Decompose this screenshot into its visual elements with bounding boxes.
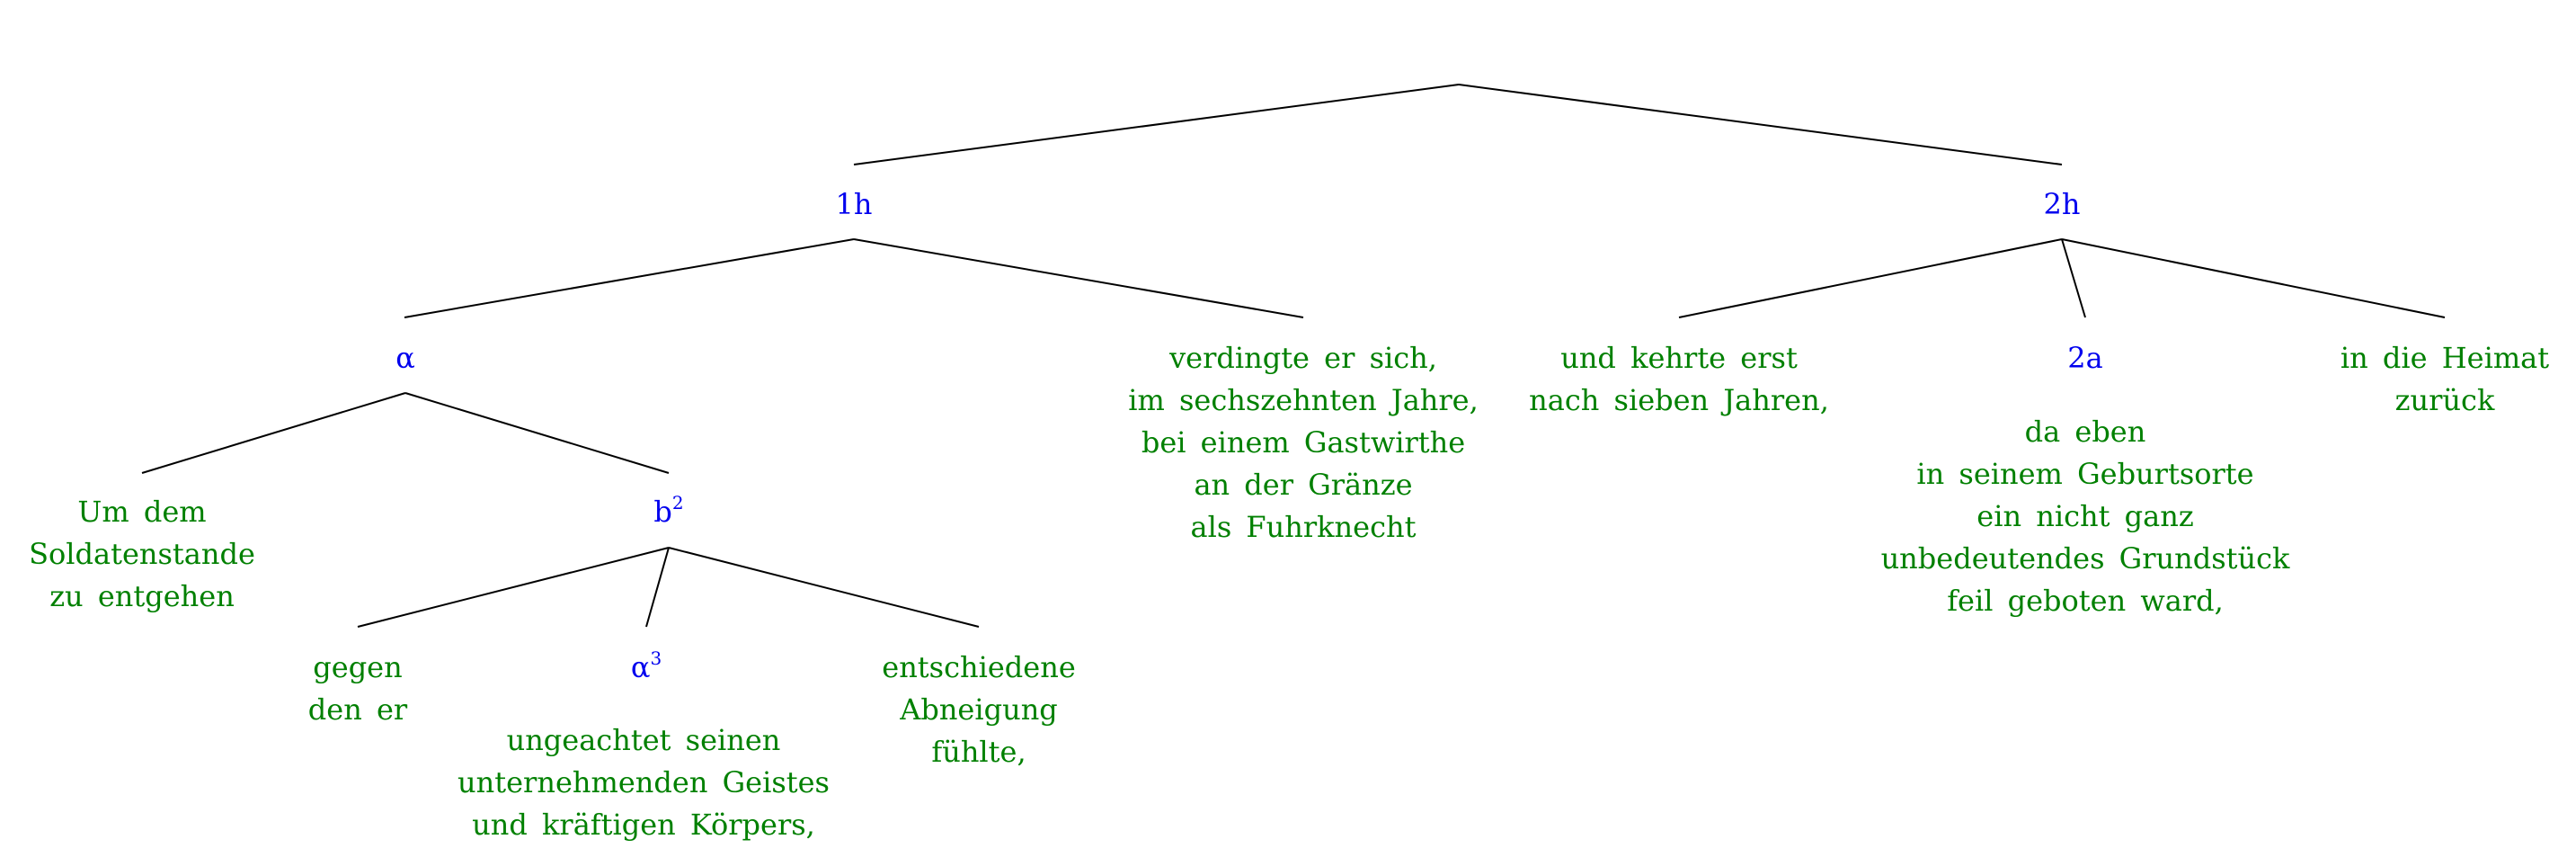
edge-1h-verdingte bbox=[853, 238, 1304, 318]
node-alpha3-base: α bbox=[630, 650, 651, 684]
edge-root-1h bbox=[853, 84, 1460, 165]
edge-b2-entschiedene bbox=[668, 547, 980, 628]
node-b2-base: b bbox=[653, 495, 672, 529]
leaf-und-kehrte: und kehrte erst nach sieben Jahren, bbox=[1529, 341, 1829, 417]
node-1h: 1h bbox=[835, 187, 873, 221]
edge-alpha-b2 bbox=[404, 392, 670, 474]
node-b2: b2 bbox=[653, 491, 683, 533]
leaf-gegen: gegen den er bbox=[307, 650, 408, 727]
edge-2h-2a bbox=[2061, 238, 2086, 318]
edge-b2-gegen bbox=[357, 547, 670, 628]
edge-root-2h bbox=[1458, 84, 2063, 165]
node-2a: 2a bbox=[2067, 341, 2103, 375]
edge-alpha-um-dem bbox=[141, 392, 406, 474]
edge-2h-in-die bbox=[2061, 238, 2446, 318]
node-alpha3-sup: 3 bbox=[650, 647, 662, 670]
edge-1h-alpha bbox=[404, 238, 855, 318]
leaf-in-die: in die Heimat zurück bbox=[2340, 341, 2550, 417]
node-alpha: α bbox=[395, 341, 415, 375]
leaf-ungeachtet: ungeachtet seinen unternehmenden Geistes… bbox=[457, 723, 830, 842]
node-2h: 2h bbox=[2043, 187, 2081, 221]
node-b2-sup: 2 bbox=[671, 492, 684, 514]
edge-b2-alpha3 bbox=[645, 547, 670, 628]
edge-2h-und-kehrte bbox=[1678, 238, 2063, 318]
leaf-da-eben: da eben in seinem Geburtsorte ein nicht … bbox=[1880, 415, 2290, 618]
leaf-entschiedene: entschiedene Abneigung fühlte, bbox=[882, 650, 1076, 769]
leaf-um-dem: Um dem Soldatenstande zu entgehen bbox=[29, 495, 255, 613]
leaf-verdingte: verdingte er sich, im sechszehnten Jahre… bbox=[1128, 341, 1479, 544]
node-alpha3: α3 bbox=[631, 647, 662, 689]
